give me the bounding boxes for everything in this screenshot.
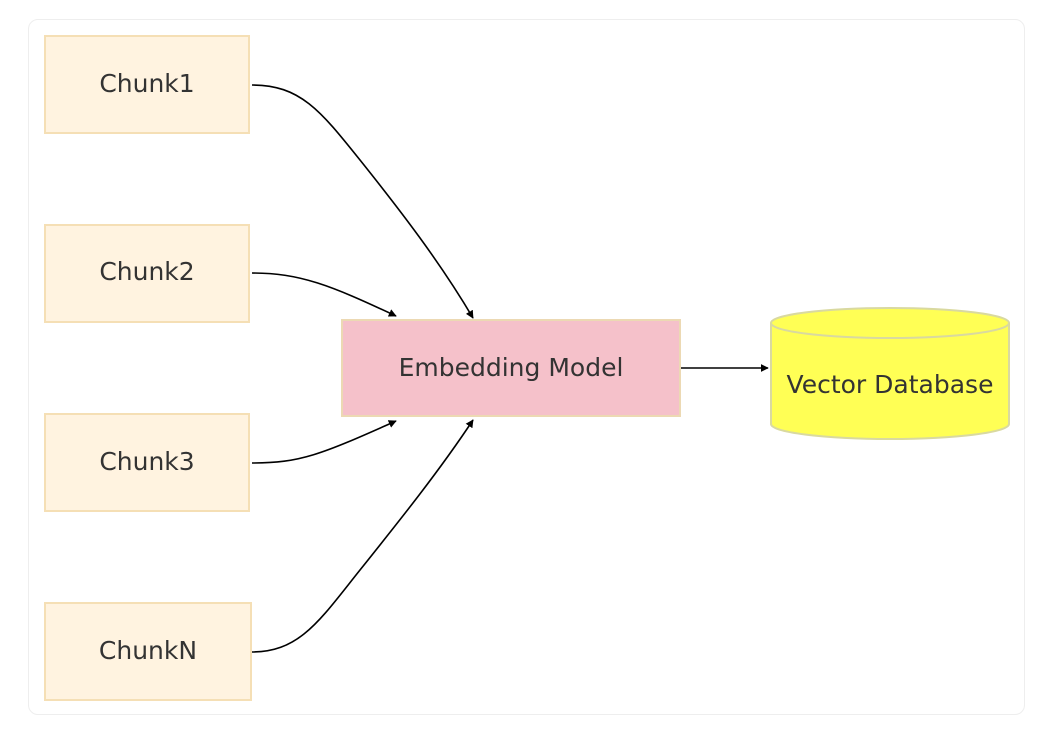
edge-chunkN-to-embedding-model	[251, 419, 474, 653]
node-chunk3[interactable]: Chunk3	[44, 413, 250, 512]
node-chunk1-box	[44, 35, 250, 134]
node-embedding-model-box	[341, 319, 681, 417]
node-chunk3-label: Chunk3	[99, 447, 194, 476]
node-vector-database[interactable]: Vector Database	[770, 307, 1010, 440]
node-chunkN-box	[44, 602, 252, 701]
edges	[251, 84, 769, 653]
database-cylinder-body	[770, 323, 1010, 440]
node-embedding-model[interactable]: Embedding Model	[341, 319, 681, 417]
edge-chunk1-to-embedding-model	[251, 84, 474, 319]
node-chunk2[interactable]: Chunk2	[44, 224, 250, 323]
database-cylinder-top	[770, 307, 1010, 339]
node-chunk1[interactable]: Chunk1	[44, 35, 250, 134]
node-chunk2-box	[44, 224, 250, 323]
node-embedding-model-label: Embedding Model	[399, 353, 624, 382]
edge-chunk2-to-embedding-model	[251, 272, 397, 317]
node-chunk1-label: Chunk1	[99, 69, 194, 98]
node-chunkN-label: ChunkN	[99, 636, 197, 665]
node-vector-database-label: Vector Database	[787, 370, 994, 399]
edge-chunk3-to-embedding-model	[251, 420, 397, 464]
node-chunkN[interactable]: ChunkN	[44, 602, 252, 701]
node-chunk3-box	[44, 413, 250, 512]
node-chunk2-label: Chunk2	[99, 257, 194, 286]
